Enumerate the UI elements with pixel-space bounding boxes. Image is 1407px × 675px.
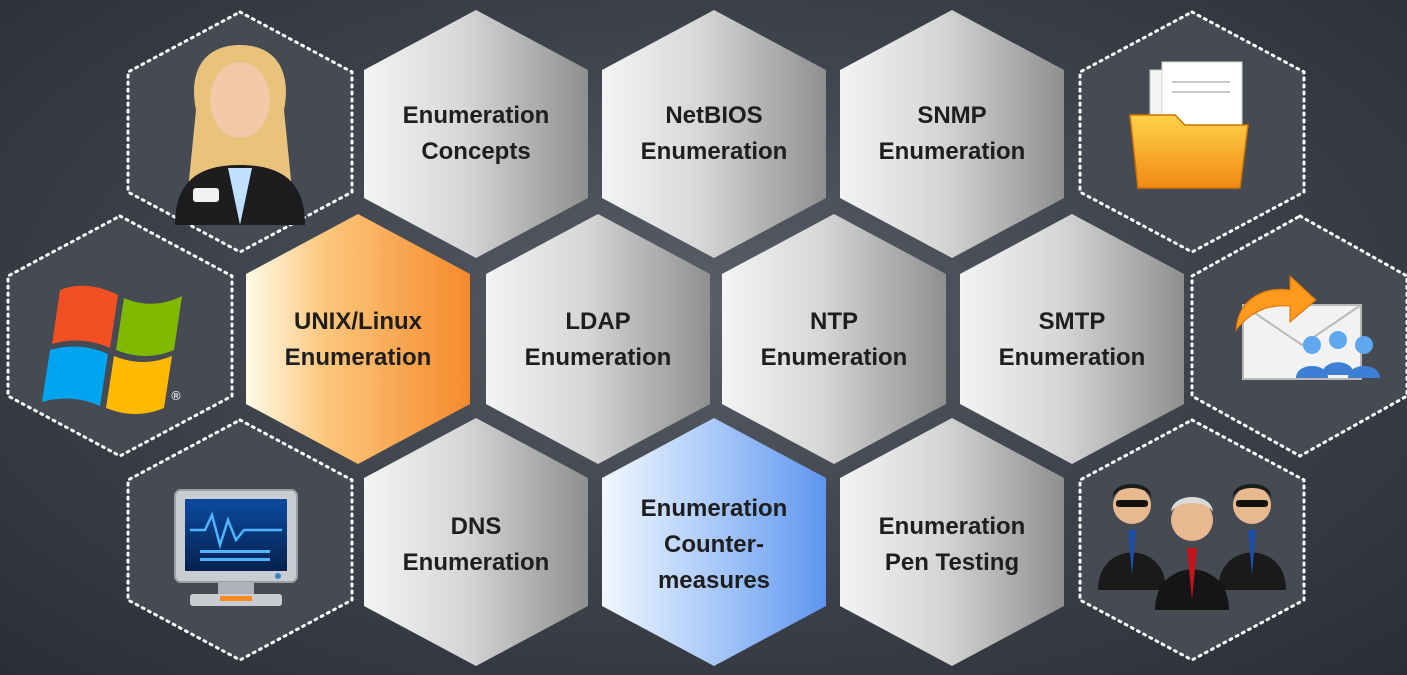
- businesswoman-icon: [175, 45, 305, 225]
- hex-pen-testing[interactable]: [840, 418, 1064, 666]
- hex-snmp[interactable]: [840, 10, 1064, 258]
- hex-enumeration-concepts[interactable]: [364, 10, 588, 258]
- hex-smtp[interactable]: [960, 214, 1184, 464]
- hex-netbios[interactable]: [602, 10, 826, 258]
- monitor-icon: [174, 489, 298, 606]
- hex-ntp[interactable]: [722, 214, 946, 464]
- hex-ldap[interactable]: [486, 214, 710, 464]
- hex-countermeasures[interactable]: [602, 418, 826, 666]
- windows-logo-icon: ®: [42, 285, 182, 414]
- svg-text:®: ®: [170, 389, 182, 403]
- folder-icon: [1129, 61, 1249, 189]
- hex-unix-linux[interactable]: [246, 214, 470, 464]
- agents-icon: [1098, 484, 1286, 610]
- email-group-icon: [1235, 274, 1380, 380]
- hex-dns[interactable]: [364, 418, 588, 666]
